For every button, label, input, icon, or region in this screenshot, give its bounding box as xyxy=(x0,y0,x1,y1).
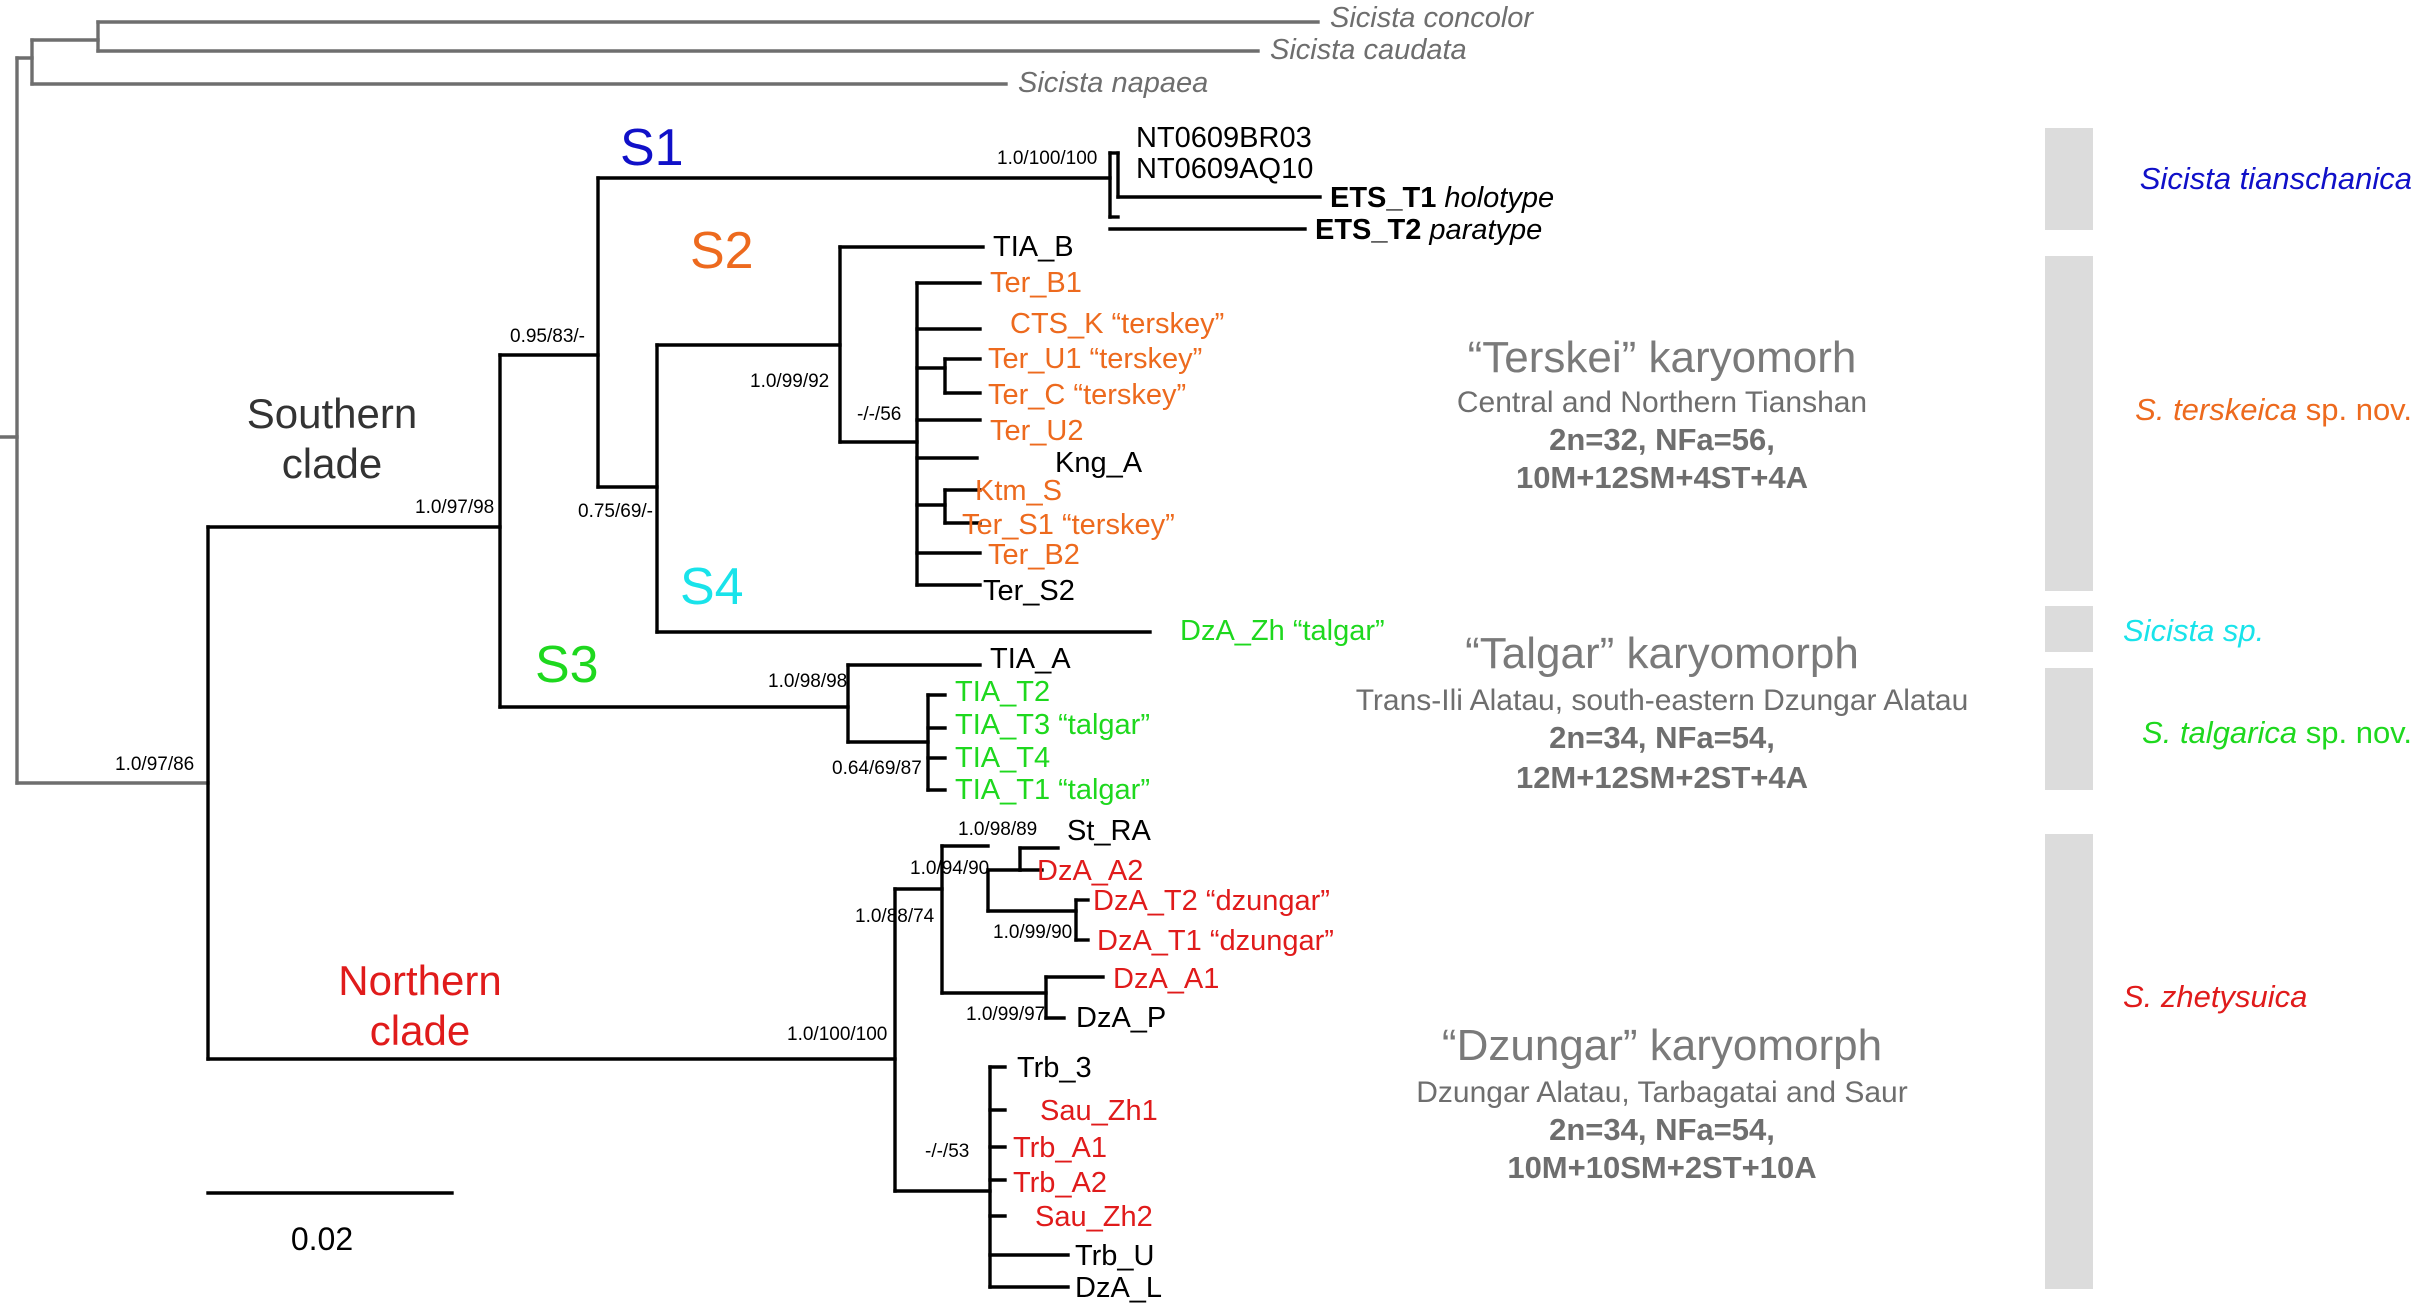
support-talgar-inner: 0.64/69/87 xyxy=(832,758,922,779)
leaf-label: Sau_Zh1 xyxy=(1040,1095,1158,1127)
species-label-sicista-sp: Sicista sp. xyxy=(2123,613,2264,648)
leaf-label: Ter_B2 xyxy=(988,539,1080,571)
karyomorph-region: Central and Northern Tianshan xyxy=(1457,386,1867,419)
leaf-label: TIA_T2 xyxy=(955,676,1050,708)
karyomorph-formula-1: 2n=34, NFa=54, xyxy=(1549,1112,1775,1147)
support-trb: -/-/53 xyxy=(925,1141,969,1162)
karyomorph-formula-2: 10M+12SM+4ST+4A xyxy=(1516,460,1808,495)
species-bar-zhetysuica xyxy=(2045,834,2093,1289)
support-dz-b: 1.0/94/90 xyxy=(910,858,989,879)
leaf-label-paratype: ETS_T2 paratype xyxy=(1315,214,1542,246)
northern-clade-label-line1: Northern xyxy=(338,957,501,1004)
leaf-label: TIA_T3 “talgar” xyxy=(955,709,1150,741)
karyomorph-dzungar: “Dzungar” karyomorph Dzungar Alatau, Tar… xyxy=(1416,1021,1907,1185)
species-bar-talgarica xyxy=(2045,668,2093,790)
species-label-terskeica: S. terskeica sp. nov. xyxy=(2135,392,2412,427)
species-label-talgarica: S. talgarica sp. nov. xyxy=(2142,715,2412,750)
outgroup-label-napaea: Sicista napaea xyxy=(1018,67,1208,99)
leaf-label: Trb_A1 xyxy=(1013,1132,1107,1164)
leaf-label: Ter_C “terskey” xyxy=(988,379,1186,411)
leaf-label: Trb_3 xyxy=(1017,1052,1092,1084)
karyomorph-formula-1: 2n=32, NFa=56, xyxy=(1549,422,1775,457)
leaf-label: DzA_P xyxy=(1076,1002,1166,1034)
support-s1-node: 0.95/83/- xyxy=(510,326,585,347)
group-label-s3: S3 xyxy=(535,636,599,694)
group-label-s4: S4 xyxy=(680,558,744,616)
southern-clade-label-line1: Southern xyxy=(247,390,417,437)
support-dz-c: 1.0/98/89 xyxy=(958,819,1037,840)
leaf-label: CTS_K “terskey” xyxy=(1010,308,1224,340)
leaf-label: Trb_U xyxy=(1075,1240,1155,1272)
support-dz-a1: 1.0/99/97 xyxy=(966,1004,1045,1025)
support-root-split: 1.0/97/86 xyxy=(115,754,194,775)
leaf-label: Sau_Zh2 xyxy=(1035,1201,1153,1233)
leaf-label: Ter_S1 “terskey” xyxy=(962,509,1175,541)
leaf-label: Kng_A xyxy=(1055,447,1143,479)
scale-bar-label: 0.02 xyxy=(291,1221,353,1257)
leaf-label: DzA_A1 xyxy=(1113,963,1219,995)
northern-clade-label-line2: clade xyxy=(370,1007,470,1054)
outgroup-label-concolor: Sicista concolor xyxy=(1330,2,1534,34)
species-label-zhetysuica: S. zhetysuica xyxy=(2123,979,2307,1014)
southern-clade-label-line2: clade xyxy=(282,440,382,487)
outgroup-label-caudata: Sicista caudata xyxy=(1270,34,1467,66)
leaf-label: TIA_T4 xyxy=(955,742,1050,774)
species-bar-terskeica xyxy=(2045,256,2093,591)
group-label-s1: S1 xyxy=(620,119,684,177)
leaf-label: TIA_A xyxy=(990,643,1071,675)
karyomorph-terskei: “Terskei” karyomorh Central and Northern… xyxy=(1457,333,1867,495)
leaf-label: Ter_U2 xyxy=(990,415,1084,447)
support-dz-t: 1.0/99/90 xyxy=(993,922,1072,943)
leaf-label: DzA_L xyxy=(1075,1272,1162,1304)
support-s1-tips: 1.0/100/100 xyxy=(997,148,1097,169)
karyomorph-title: “Talgar” karyomorph xyxy=(1465,629,1859,678)
leaf-label: St_RA xyxy=(1067,815,1151,847)
support-dz-a: 1.0/88/74 xyxy=(855,906,935,927)
leaf-label: TIA_T1 “talgar” xyxy=(955,774,1150,806)
species-label-tianschanica: Sicista tianschanica xyxy=(2140,161,2412,196)
leaf-label: Ter_B1 xyxy=(990,267,1082,299)
outgroup-branches xyxy=(0,20,1320,785)
group-label-s2: S2 xyxy=(690,222,754,280)
leaf-label: DzA_A2 xyxy=(1037,855,1143,887)
leaf-label: NT0609AQ10 xyxy=(1136,153,1313,185)
leaf-label: Ter_U1 “terskey” xyxy=(988,343,1202,375)
support-northern: 1.0/100/100 xyxy=(787,1024,887,1045)
karyomorph-region: Dzungar Alatau, Tarbagatai and Saur xyxy=(1416,1076,1907,1109)
support-s2: 1.0/99/92 xyxy=(750,371,829,392)
leaf-label: NT0609BR03 xyxy=(1136,122,1312,154)
karyomorph-formula-1: 2n=34, NFa=54, xyxy=(1549,720,1775,755)
leaf-label: DzA_Zh “talgar” xyxy=(1180,615,1385,647)
leaf-label-holotype: ETS_T1 holotype xyxy=(1330,182,1554,214)
leaf-label: Trb_A2 xyxy=(1013,1167,1107,1199)
support-s3: 1.0/98/98 xyxy=(768,671,847,692)
leaf-label: TIA_B xyxy=(993,231,1074,263)
leaf-label: DzA_T2 “dzungar” xyxy=(1093,885,1330,917)
karyomorph-title: “Terskei” karyomorh xyxy=(1468,333,1857,382)
species-bar-sicista-sp xyxy=(2045,606,2093,652)
karyomorph-talgar: “Talgar” karyomorph Trans-Ili Alatau, so… xyxy=(1356,629,1969,795)
support-ter-inner: -/-/56 xyxy=(857,404,901,425)
support-s2-s4: 0.75/69/- xyxy=(578,501,653,522)
ingroup-branches xyxy=(206,151,1322,1289)
karyomorph-title: “Dzungar” karyomorph xyxy=(1442,1021,1882,1070)
leaf-label: DzA_T1 “dzungar” xyxy=(1097,925,1334,957)
leaf-label: Ktm_S xyxy=(975,475,1062,507)
support-southern: 1.0/97/98 xyxy=(415,497,494,518)
leaf-label: Ter_S2 xyxy=(983,575,1075,607)
species-bar-tianschanica xyxy=(2045,128,2093,230)
karyomorph-region: Trans-Ili Alatau, south-eastern Dzungar … xyxy=(1356,684,1969,717)
karyomorph-formula-2: 10M+10SM+2ST+10A xyxy=(1507,1150,1816,1185)
karyomorph-formula-2: 12M+12SM+2ST+4A xyxy=(1516,760,1808,795)
